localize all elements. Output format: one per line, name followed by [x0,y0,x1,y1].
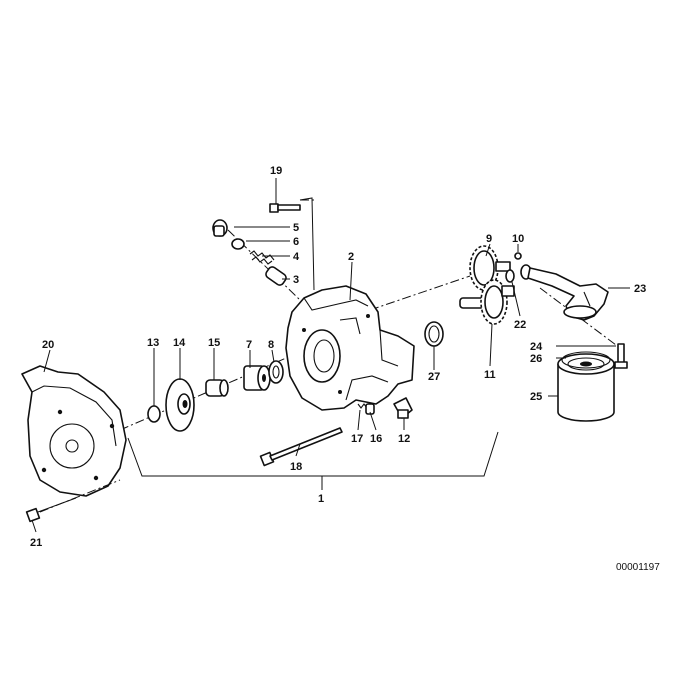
callout-8: 8 [268,339,274,351]
callout-9: 9 [486,233,492,245]
seal-8 [268,360,284,384]
callout-15: 15 [208,337,220,349]
callout-14: 14 [173,337,186,349]
callout-4: 4 [293,251,300,263]
drive-hub-14 [165,378,195,432]
gear-11 [459,279,515,325]
spring-4 [249,250,275,265]
callout-11: 11 [484,369,496,381]
callout-10: 10 [512,233,524,245]
callout-19: 19 [270,165,282,177]
oil-filter-25 [557,353,615,422]
callout-21: 21 [30,537,42,549]
nut-10 [514,252,522,260]
cover-bolt [25,497,77,523]
callout-16: 16 [370,433,382,445]
bolt-18 [259,427,343,467]
strainer-23 [520,264,609,321]
callout-27: 27 [428,371,440,383]
chain-cover [21,365,127,497]
pump-axis [369,275,471,311]
bearing-7 [243,365,271,391]
callout-17: 17 [351,433,363,445]
callout-labels: 19 5 6 4 3 2 9 10 23 22 24 26 25 20 13 1… [30,165,646,549]
piston-3 [265,266,287,286]
spacer-15 [205,379,229,397]
callout-7: 7 [246,339,252,351]
plug-5 [212,219,228,237]
bolt-19 [269,203,301,213]
callout-6: 6 [293,236,299,248]
bolt19-leader-line [299,197,315,291]
leader-lines [31,178,630,533]
callout-23: 23 [634,283,646,295]
callout-3: 3 [293,274,299,286]
callout-18: 18 [290,461,302,473]
sender-12 [393,397,413,419]
washer-22 [505,269,515,283]
callout-13: 13 [147,337,159,349]
seal-26 [561,351,611,369]
callout-24: 24 [530,341,543,353]
assembly-bracket [127,431,499,477]
bolt21-axis [39,479,121,513]
o-ring-27 [424,321,444,347]
pump-housing [285,285,415,411]
seal-ring-6 [231,238,245,250]
callout-12: 12 [398,433,410,445]
callout-5: 5 [293,222,299,234]
callout-20: 20 [42,339,54,351]
callout-1: 1 [318,493,324,505]
bolt-24 [614,343,628,369]
callout-25: 25 [530,391,542,403]
plug-16 [365,403,375,415]
callout-2: 2 [348,251,354,263]
nut-13 [147,405,161,423]
callout-22: 22 [514,319,526,331]
callout-26: 26 [530,353,542,365]
document-number: 00001197 [616,562,660,573]
gear-9 [469,245,511,291]
